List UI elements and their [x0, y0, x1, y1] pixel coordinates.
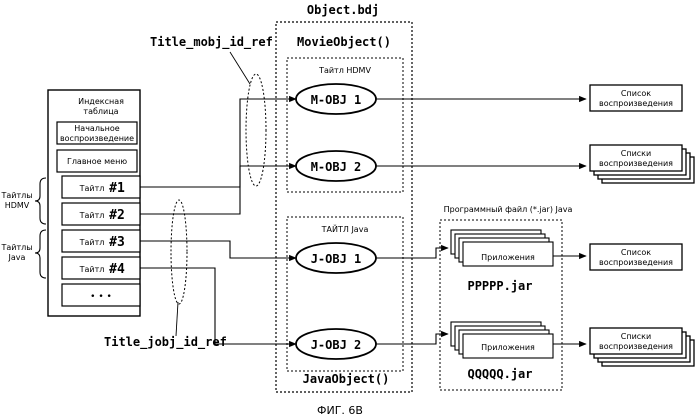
index-table-header-1: Индексная [78, 97, 124, 106]
title-3-num: #3 [109, 235, 125, 250]
title-3-word: Тайтл [79, 238, 105, 247]
title-mobj-ref-ellipse [246, 74, 266, 186]
playlist-box-1[interactable]: Список воспроизведения [590, 85, 682, 111]
jobj-2-label: J-OBJ 2 [311, 338, 362, 352]
jobj-1-label: J-OBJ 1 [311, 252, 362, 266]
hdmv-group-label-2: HDMV [5, 201, 30, 210]
link-jobj1-jar [376, 248, 448, 258]
title-1-word: Тайтл [79, 184, 105, 193]
hdmv-group-brace [35, 178, 46, 224]
playlist-stack-2[interactable]: Списки воспроизведения [590, 145, 694, 183]
java-box-label: ТАЙТЛ Java [321, 223, 369, 234]
figure-caption: ФИГ. 6B [317, 404, 363, 417]
first-play-label-2: воспроизведение [60, 134, 134, 143]
hdmv-box-label: Тайтл HDMV [318, 66, 371, 75]
title-2-word: Тайтл [79, 211, 105, 220]
playlist-stack-4[interactable]: Списки воспроизведения [590, 328, 694, 366]
link-title1-mobj1 [140, 99, 296, 187]
jar-2-label: QQQQQ.jar [467, 367, 532, 381]
javaobject-label: JavaObject() [303, 372, 390, 386]
title-entry-2[interactable]: Тайтл #2 [62, 203, 140, 225]
mobj-2-node[interactable]: M-OBJ 2 [296, 151, 376, 181]
playlist-4-line-2: воспроизведения [599, 342, 673, 351]
hdmv-group-label-1: Тайтлы [0, 191, 32, 200]
java-group-brace [35, 230, 46, 278]
app-stack-1[interactable]: Приложения [451, 230, 553, 266]
title-mobj-ref-leader [230, 52, 250, 84]
jar-1-label: PPPPP.jar [467, 279, 532, 293]
playlist-box-3[interactable]: Список воспроизведения [590, 244, 682, 270]
program-file-label: Программный файл (*.jar) Java [444, 205, 573, 214]
file-title: Object.bdj [307, 3, 379, 17]
mobj-1-node[interactable]: M-OBJ 1 [296, 84, 376, 114]
app-stack-1-label: Приложения [481, 253, 535, 262]
title-1-num: #1 [109, 181, 125, 196]
title-4-word: Тайтл [79, 265, 105, 274]
playlist-1-line-2: воспроизведения [599, 99, 673, 108]
mobj-2-label: M-OBJ 2 [311, 160, 362, 174]
title-jobj-ref-label: Title_jobj_id_ref [104, 335, 227, 350]
index-table-header-2: таблица [83, 107, 118, 116]
title-jobj-ref-ellipse [171, 200, 187, 304]
link-title3-jobj1 [140, 241, 296, 258]
top-menu-label: Главное меню [67, 157, 127, 166]
playlist-2-line-1: Списки [621, 149, 651, 158]
title-jobj-ref-leader [176, 302, 178, 336]
title-entry-1[interactable]: Тайтл #1 [62, 176, 140, 198]
title-entry-4[interactable]: Тайтл #4 [62, 257, 140, 279]
movieobject-label: MovieObject() [297, 35, 391, 49]
first-play-label-1: Начальное [74, 124, 120, 133]
mobj-1-label: M-OBJ 1 [311, 93, 362, 107]
app-stack-2[interactable]: Приложения [451, 322, 553, 358]
title-4-num: #4 [109, 262, 125, 277]
title-2-num: #2 [109, 208, 125, 223]
playlist-1-line-1: Список [621, 89, 651, 98]
playlist-3-line-1: Список [621, 248, 651, 257]
link-title2-mobj2 [140, 166, 296, 214]
title-mobj-ref-label: Title_mobj_id_ref [150, 35, 273, 50]
title-entry-3[interactable]: Тайтл #3 [62, 230, 140, 252]
java-group-label-1: Тайтлы [0, 243, 32, 252]
jobj-2-node[interactable]: J-OBJ 2 [296, 329, 376, 359]
app-stack-2-label: Приложения [481, 343, 535, 352]
playlist-2-line-2: воспроизведения [599, 159, 673, 168]
playlist-3-line-2: воспроизведения [599, 258, 673, 267]
jobj-1-node[interactable]: J-OBJ 1 [296, 243, 376, 273]
link-title4-jobj2 [140, 268, 296, 344]
more-titles-ellipsis: • • • [90, 292, 112, 302]
playlist-4-line-1: Списки [621, 332, 651, 341]
java-group-label-2: Java [8, 253, 26, 262]
